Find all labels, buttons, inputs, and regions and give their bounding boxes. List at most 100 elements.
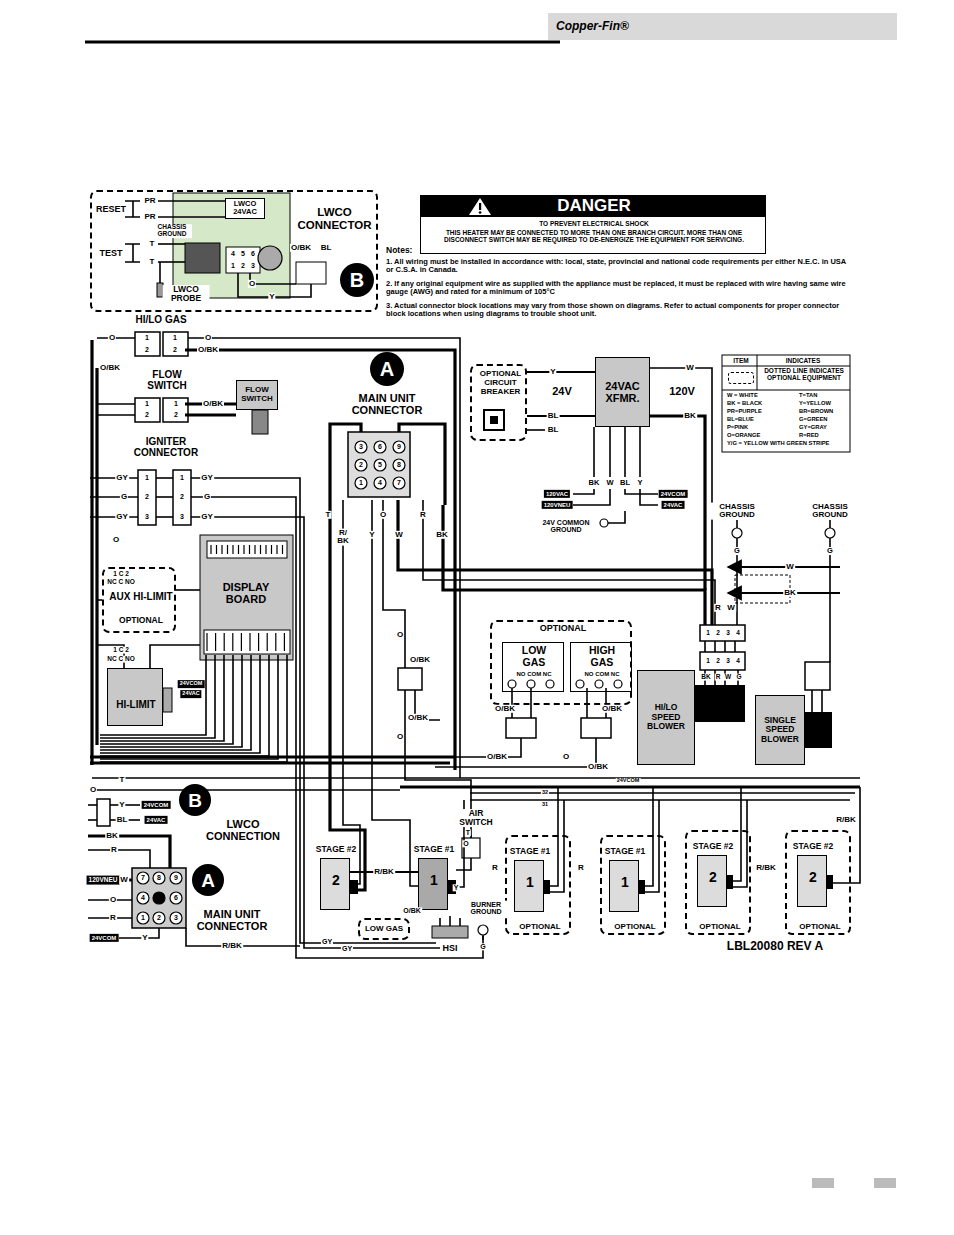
wire — [100, 655, 269, 756]
wire-label: R — [577, 864, 585, 872]
wire — [383, 500, 405, 668]
wire-label: 3 — [358, 443, 364, 450]
wire — [443, 505, 705, 625]
wire — [573, 489, 594, 494]
optional-outline: OPTIONALLOW GASNO COM NCHIGH GASNO COM N… — [490, 620, 632, 705]
gas-valve: STAGE #22 — [697, 855, 727, 907]
wire-label: BK — [683, 412, 697, 420]
pin-symbol — [355, 459, 367, 471]
wire-label: 2 — [240, 262, 246, 269]
wire — [185, 413, 236, 416]
wire-label: PR — [143, 197, 156, 205]
wire — [191, 478, 436, 943]
node-text: FLOW SWITCH — [239, 386, 275, 404]
wire-label: 4 — [735, 630, 741, 637]
wire-label: O — [108, 334, 116, 342]
wire — [88, 804, 97, 806]
wire-label: O/BK — [407, 714, 429, 722]
wire-label: 1 — [144, 334, 150, 341]
component-body — [812, 1178, 834, 1188]
component-body — [163, 398, 188, 422]
wire-label: 1 — [144, 400, 150, 407]
wire — [250, 273, 296, 284]
wire-label: 24V — [551, 386, 573, 398]
wire-label: NC C NO — [106, 579, 135, 586]
wires-thin — [88, 201, 860, 958]
wire — [191, 497, 483, 958]
component-body — [722, 355, 850, 452]
pin-symbol — [393, 441, 405, 453]
wire — [125, 244, 140, 262]
node-text: STAGE #1 — [495, 847, 565, 856]
wire-label: W — [605, 479, 614, 487]
wire-label: GY — [200, 474, 214, 482]
node-text: OPTIONAL — [492, 624, 634, 634]
wire — [399, 424, 445, 505]
wire-label: BK — [435, 531, 449, 539]
wire-label: R — [419, 511, 427, 519]
wire-label: W — [785, 563, 795, 571]
wire — [119, 928, 159, 938]
node-text: 1 — [515, 875, 545, 890]
wire-label: O/BK — [601, 705, 623, 713]
wire-label: BL=BLUE — [726, 416, 755, 422]
node-text: NO COM NC — [503, 671, 565, 678]
node-text: TO PREVENT ELECTRICAL SHOCK — [421, 220, 767, 227]
wire-label: G=GREEN — [798, 416, 829, 422]
wire-label: 2 — [179, 493, 185, 500]
wire-label: 5 — [377, 461, 383, 468]
wire-label: O/BK — [197, 346, 219, 354]
node-text: OPTIONAL — [507, 923, 573, 932]
component-body — [185, 243, 220, 273]
wire — [470, 792, 855, 794]
wire — [188, 338, 460, 778]
node-text: OPTIONAL CIRCUIT BREAKER — [472, 370, 529, 396]
wire-label: W — [119, 876, 129, 884]
wire-label: W — [394, 531, 404, 539]
optional-outline: OPTIONALSTAGE #11 — [505, 835, 571, 935]
wire — [90, 516, 138, 518]
wire-label: Y — [141, 934, 148, 942]
component-body — [420, 195, 766, 217]
pin-symbol — [527, 680, 535, 688]
component-box: HI-LIMIT — [107, 668, 163, 726]
wire — [191, 517, 440, 948]
wire-label: Y — [118, 801, 125, 809]
wire — [482, 935, 484, 940]
node-text: OPTIONAL — [104, 616, 178, 625]
pin-symbol — [153, 892, 165, 904]
wire-label: BL — [320, 244, 333, 252]
node-text: STAGE #1 — [399, 845, 469, 854]
wire-label: R/BK — [221, 942, 243, 950]
wire-label: 3 — [179, 513, 185, 520]
wire-label: Y/G = YELLOW WITH GREEN STRIPE — [726, 440, 830, 446]
wire — [100, 655, 287, 762]
wire — [624, 427, 626, 477]
optional-outline: OPTIONAL CIRCUIT BREAKER — [470, 364, 527, 441]
wire-label: Y — [453, 884, 460, 891]
node-text: OPTIONAL — [602, 923, 668, 932]
wire-label: IGNITER CONNECTOR — [125, 437, 207, 458]
wire — [158, 261, 185, 263]
wire-label: W = WHITE — [726, 392, 759, 398]
node-text: 24VAC XFMR. — [598, 380, 647, 404]
wire — [821, 690, 823, 712]
component-body — [695, 685, 745, 722]
wire-label: 3 — [173, 914, 179, 921]
wire-label: 1 — [705, 630, 711, 637]
wire — [423, 500, 715, 625]
wire-label: 2 — [358, 461, 364, 468]
wire-label: 32 — [541, 790, 549, 796]
wire-label: 24VCOM — [616, 778, 641, 784]
wire-label: GY — [200, 513, 214, 521]
wire-label: Y — [268, 293, 275, 301]
wire-label: 4 — [230, 250, 236, 257]
warning-icon — [479, 211, 482, 214]
warning-icon — [469, 198, 491, 215]
wire-label: O — [396, 733, 404, 741]
wire-label: NC C NO — [106, 656, 135, 663]
wire-label: 9 — [396, 443, 402, 450]
wire-label: GY — [341, 945, 353, 952]
wire — [156, 477, 173, 479]
